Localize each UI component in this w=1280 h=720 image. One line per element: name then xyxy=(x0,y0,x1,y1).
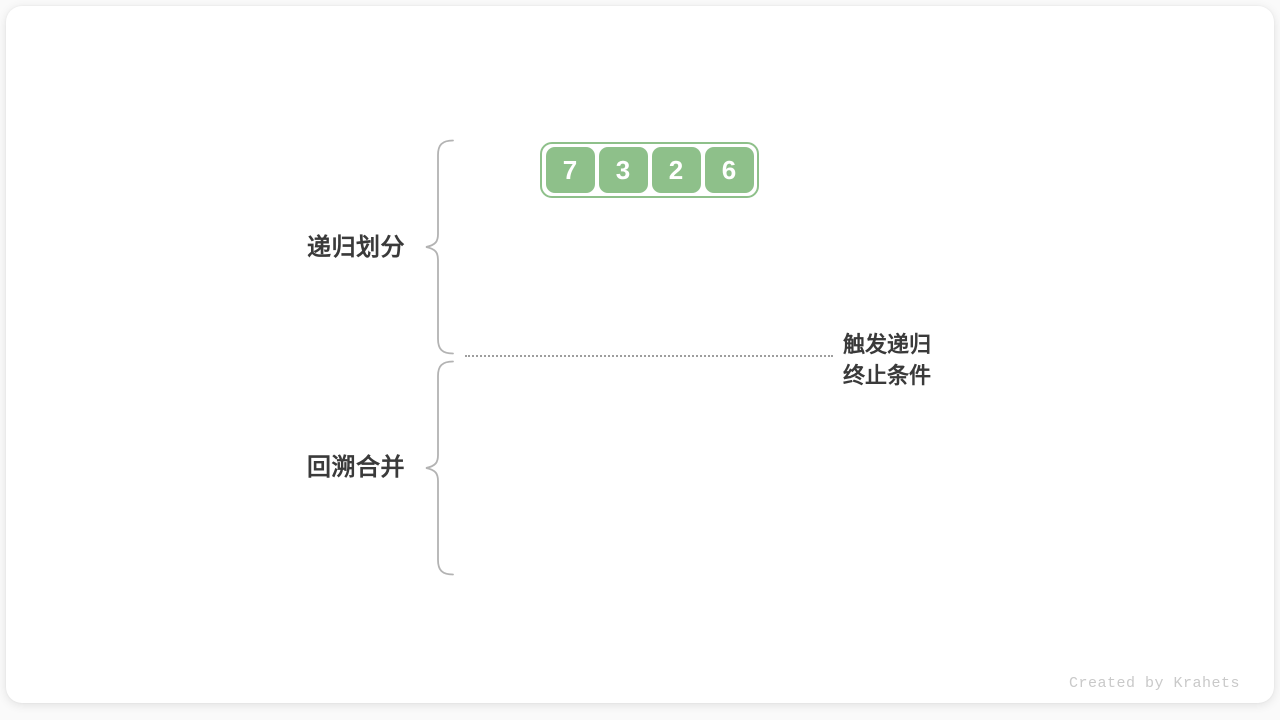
array-cell: 6 xyxy=(704,147,754,193)
array-cell: 2 xyxy=(651,147,701,193)
label-termination-condition: 触发递归 终止条件 xyxy=(843,329,931,391)
array-cell: 3 xyxy=(598,147,648,193)
label-recursive-divide: 递归划分 xyxy=(307,234,405,261)
array-cell: 7 xyxy=(545,147,595,193)
label-termination-line2: 终止条件 xyxy=(843,363,932,388)
array-container: 7 3 2 6 xyxy=(540,142,759,198)
brace-backtrack-merge-icon xyxy=(425,360,454,576)
canvas-card xyxy=(6,6,1274,703)
termination-dotted-line xyxy=(465,355,833,357)
label-backtrack-merge: 回溯合并 xyxy=(307,454,405,481)
brace-recursive-divide-icon xyxy=(425,139,454,355)
watermark: Created by Krahets xyxy=(1068,675,1240,692)
label-termination-line1: 触发递归 xyxy=(843,332,932,357)
